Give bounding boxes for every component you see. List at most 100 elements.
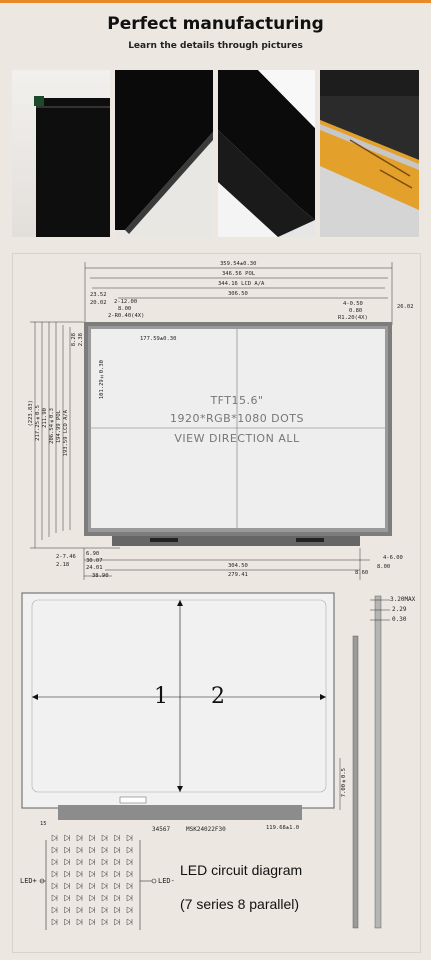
dim-306: 306.50 xyxy=(228,291,248,297)
led-diode xyxy=(101,834,108,842)
back-part-number: MSK24022F30 xyxy=(186,826,226,833)
led-diode xyxy=(89,894,95,902)
led-diode xyxy=(76,882,83,890)
dim-back-15: 15 xyxy=(40,821,47,827)
dim-bl-7-46: 2-7.46 xyxy=(56,554,76,560)
dim-left-8-28: 8.28 xyxy=(71,333,77,347)
photo-panel-corner xyxy=(12,70,110,237)
dim-br-8-60: 8.60 xyxy=(355,570,369,576)
dim-lcd-aa-width: 344.16 LCD A/A xyxy=(218,281,265,287)
led-diode xyxy=(126,918,133,926)
led-caption-config: (7 series 8 parallel) xyxy=(180,896,300,912)
side-profile-right xyxy=(374,595,382,929)
led-circuit-grid xyxy=(51,834,133,926)
led-diode xyxy=(64,882,70,890)
led-diode xyxy=(101,846,108,854)
led-diode xyxy=(76,906,83,914)
led-diode xyxy=(64,870,70,878)
led-diode xyxy=(114,918,120,926)
dim-center-h: 177.59±0.30 xyxy=(140,336,177,342)
led-diode xyxy=(51,870,58,878)
led-diode xyxy=(101,858,108,866)
led-caption-title: LED circuit diagram xyxy=(180,862,303,878)
dim-left-193: 193.59 LCD A/A xyxy=(63,410,69,457)
led-diode xyxy=(114,882,120,890)
led-diode xyxy=(101,894,108,902)
led-diode xyxy=(76,894,83,902)
panel-resolution-text: 1920*RGB*1080 DOTS xyxy=(169,412,305,425)
dim-bl-6-90: 6.90 xyxy=(86,551,100,557)
photo-fpc-connector-drawing xyxy=(320,70,419,237)
led-diode xyxy=(89,858,95,866)
led-diode xyxy=(114,906,120,914)
led-diode xyxy=(51,858,58,866)
dim-left-194: 194.99 POL xyxy=(56,410,62,444)
dim-left-223: (223.83) xyxy=(28,400,34,427)
dim-bl-2-18: 2.18 xyxy=(56,562,70,568)
led-plus-label: LED+ xyxy=(20,877,37,885)
led-diode xyxy=(76,918,83,926)
led-diode xyxy=(126,846,133,854)
page-title: Perfect manufacturing xyxy=(107,14,324,34)
dim-0-80: 0.80 xyxy=(349,308,363,314)
dim-left-211: 211.90 xyxy=(42,408,48,428)
led-diode xyxy=(126,894,133,902)
photo-fpc-connector xyxy=(320,70,419,237)
dim-bottom-279: 279.41 xyxy=(228,572,248,578)
dim-bottom-38: 38.90 xyxy=(92,573,109,579)
led-diode xyxy=(64,918,70,926)
dim-br-4-6: 4-6.00 xyxy=(383,555,403,561)
led-diode xyxy=(89,906,95,914)
led-diode xyxy=(89,918,95,926)
led-diode xyxy=(89,882,95,890)
dim-br-8: 8.00 xyxy=(377,564,391,570)
front-panel-active-area xyxy=(91,329,385,528)
panel-size-text: TFT15.6" xyxy=(210,394,264,407)
led-diode xyxy=(51,894,58,902)
dim-4-0-50: 4-0.50 xyxy=(343,301,363,307)
led-diode xyxy=(126,882,133,890)
panel-view-direction-text: VIEW DIRECTION ALL xyxy=(174,432,300,445)
photo-panel-edge xyxy=(115,70,213,237)
led-diode xyxy=(114,846,120,854)
led-diode xyxy=(64,858,70,866)
led-diode xyxy=(101,870,108,878)
dim-26-02: 26.02 xyxy=(397,304,414,310)
led-diode xyxy=(126,834,133,842)
back-center-label: 1 2 xyxy=(154,684,243,709)
led-diode xyxy=(76,870,83,878)
back-pin-codes: 34567 xyxy=(152,826,171,833)
led-diode xyxy=(126,870,133,878)
photo-strip xyxy=(12,70,419,237)
dim-23-52: 23.52 xyxy=(90,292,107,298)
dim-r1-20: R1.20(4X) xyxy=(338,315,368,321)
led-diode xyxy=(76,834,83,842)
photo-panel-edge-drawing xyxy=(115,70,213,234)
dim-side-7: 7.00±0.5 xyxy=(341,768,347,798)
back-pcb xyxy=(58,805,302,820)
led-diode xyxy=(89,870,95,878)
back-panel xyxy=(21,592,335,809)
led-diode xyxy=(51,906,58,914)
led-diode xyxy=(114,894,120,902)
led-diode xyxy=(89,834,95,842)
dim-back-119: 119.68±1.0 xyxy=(266,825,300,831)
side-profile-left xyxy=(352,635,359,929)
dim-2-r0-40: 2-R0.40(4X) xyxy=(108,313,145,319)
led-diode xyxy=(76,846,83,854)
led-diode xyxy=(51,846,58,854)
led-diode xyxy=(64,894,70,902)
led-minus-label: LED- xyxy=(158,877,175,885)
dim-pol-width: 346.56 POL xyxy=(222,271,256,277)
led-diode xyxy=(51,834,58,842)
led-diode xyxy=(114,834,120,842)
dim-overall-width: 359.54±0.30 xyxy=(220,261,257,267)
led-diode xyxy=(126,906,133,914)
led-diode xyxy=(101,918,108,926)
led-diode xyxy=(114,870,120,878)
photo-panel-corner-drawing xyxy=(34,96,110,237)
led-diode xyxy=(64,846,70,854)
led-diode xyxy=(76,858,83,866)
dim-thickness-max: 3.20MAX xyxy=(390,596,416,603)
